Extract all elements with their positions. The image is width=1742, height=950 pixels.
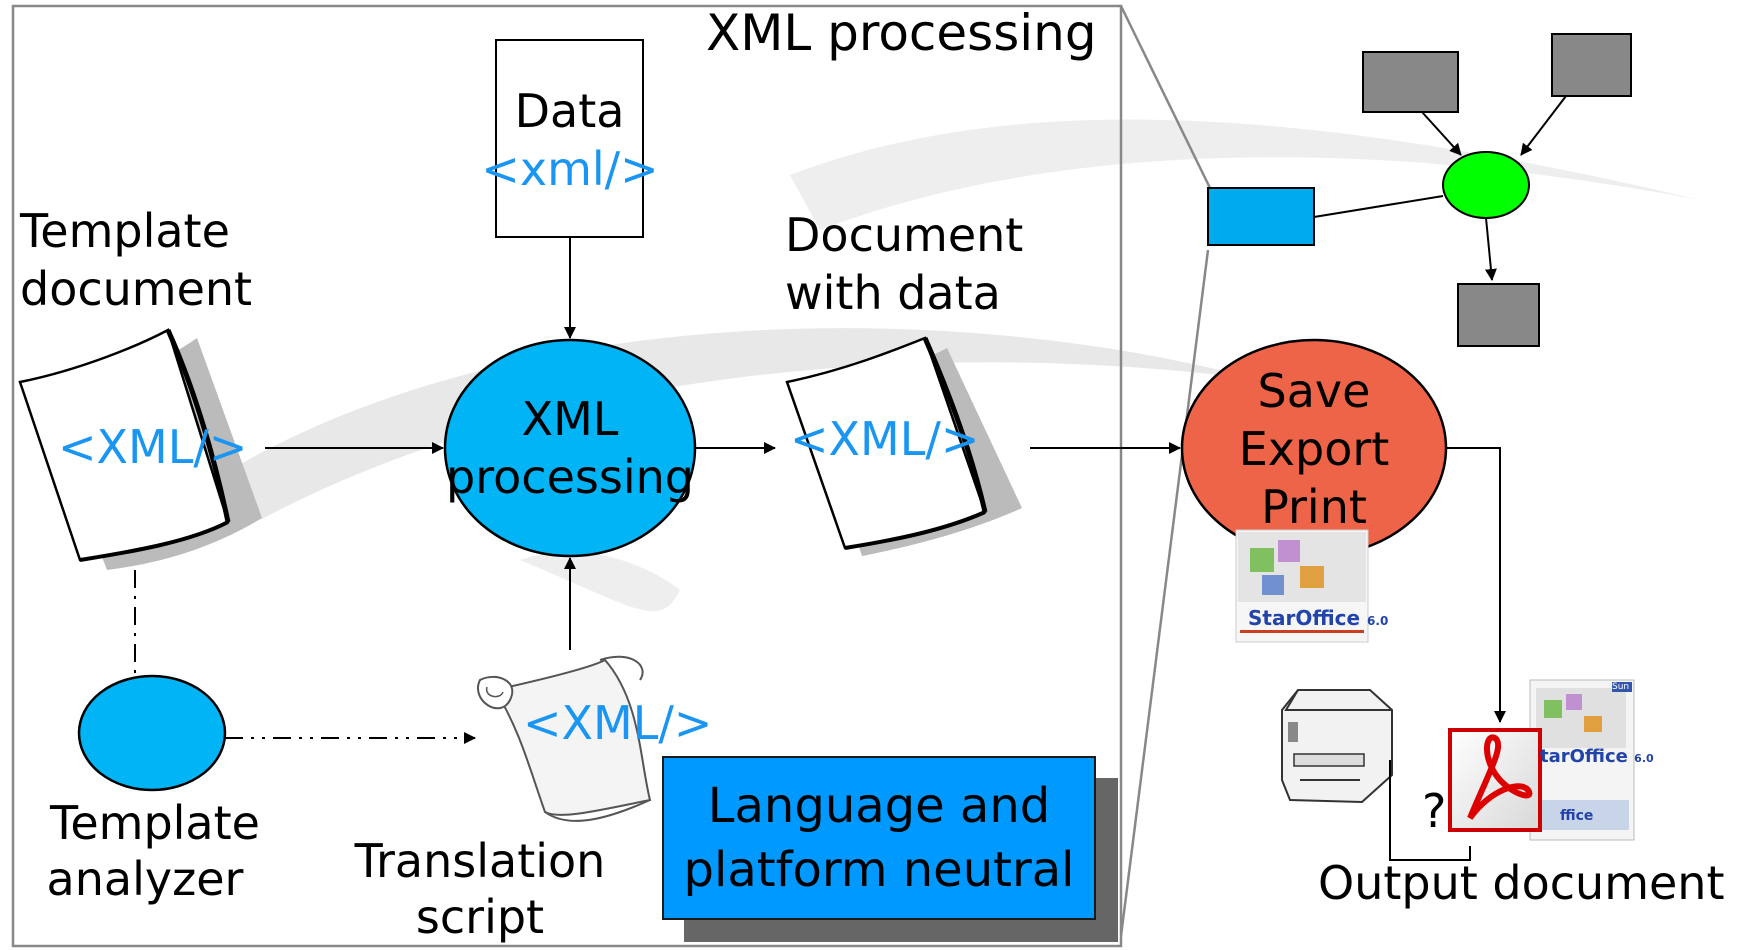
xml-processing-panel — [11, 4, 1123, 948]
graph-edge-1 — [1421, 111, 1462, 156]
graph-edge-4 — [1313, 195, 1444, 218]
staroffice-stack-version-text: 6.0 — [1634, 752, 1654, 765]
zoom-line-top — [1119, 5, 1212, 189]
neutral-box-line2: platform neutral — [683, 842, 1075, 898]
template-document-label-line1: Template — [20, 204, 230, 258]
scroll-icon — [477, 655, 652, 822]
output-step-line2: Export — [1238, 422, 1390, 476]
graph-edge-2 — [1520, 95, 1567, 156]
neutral-box — [662, 756, 1096, 920]
staroffice-stack-sun: Sun — [1612, 682, 1630, 692]
output-connector — [1389, 760, 1471, 861]
template-analyzer-node — [77, 674, 227, 792]
staroffice-stack-icon — [1529, 679, 1635, 841]
translation-script-label-line1: Translation — [354, 834, 606, 888]
staroffice-box-icon — [1235, 529, 1369, 643]
output-step-line1: Save — [1257, 364, 1371, 418]
xml-processor-line1: XML — [521, 392, 619, 446]
output-document-label: Output document — [1318, 856, 1725, 910]
printer-icon — [1281, 689, 1393, 804]
staroffice-box-brand: StarOffice 6.0 — [1248, 606, 1388, 630]
template-analyzer-label-line1: Template — [50, 796, 260, 850]
xml-processor-line2: processing — [446, 450, 694, 504]
graph-edge-3 — [1484, 217, 1497, 281]
graph-node-green — [1442, 151, 1530, 219]
document-with-data-label-line2: with data — [785, 266, 1001, 320]
document-with-data-icon — [785, 336, 1022, 556]
staroffice-stack-brand: tarOffice 6.0 — [1540, 746, 1654, 767]
graph-box-top-right — [1551, 33, 1632, 97]
zoom-line-bottom — [1119, 249, 1210, 937]
graph-box-top-left — [1362, 51, 1459, 113]
neutral-box-line1: Language and — [707, 778, 1051, 834]
arrow-output-to-document — [1446, 447, 1506, 723]
translation-script-tag: <XML/> — [523, 696, 713, 750]
document-with-data-label-line1: Document — [785, 208, 1024, 262]
document-with-data-tag: <XML/> — [790, 412, 980, 466]
staroffice-version-text: 6.0 — [1367, 614, 1389, 628]
translation-script-label-line2: script — [415, 890, 545, 944]
template-document-icon — [18, 328, 262, 570]
graph-box-bottom — [1457, 283, 1540, 347]
graph-box-blue — [1207, 187, 1315, 246]
xml-processor-node — [443, 338, 697, 558]
template-document-label-line2: document — [20, 262, 253, 316]
data-box-tag: <xml/> — [481, 142, 659, 196]
data-box — [495, 39, 644, 238]
output-step-line3: Print — [1261, 480, 1367, 534]
output-question-mark: ? — [1422, 784, 1447, 838]
data-box-title: Data — [514, 84, 625, 138]
template-document-tag: <XML/> — [58, 420, 248, 474]
panel-title: XML processing — [706, 4, 1097, 62]
staroffice-stack-ffice: ffice — [1560, 808, 1594, 824]
staroffice-stack-brand-text: tarOffice — [1540, 746, 1628, 767]
template-analyzer-label-line2: analyzer — [46, 852, 244, 906]
acrobat-icon — [1448, 728, 1542, 832]
staroffice-brand-text: StarOffice — [1248, 606, 1361, 630]
